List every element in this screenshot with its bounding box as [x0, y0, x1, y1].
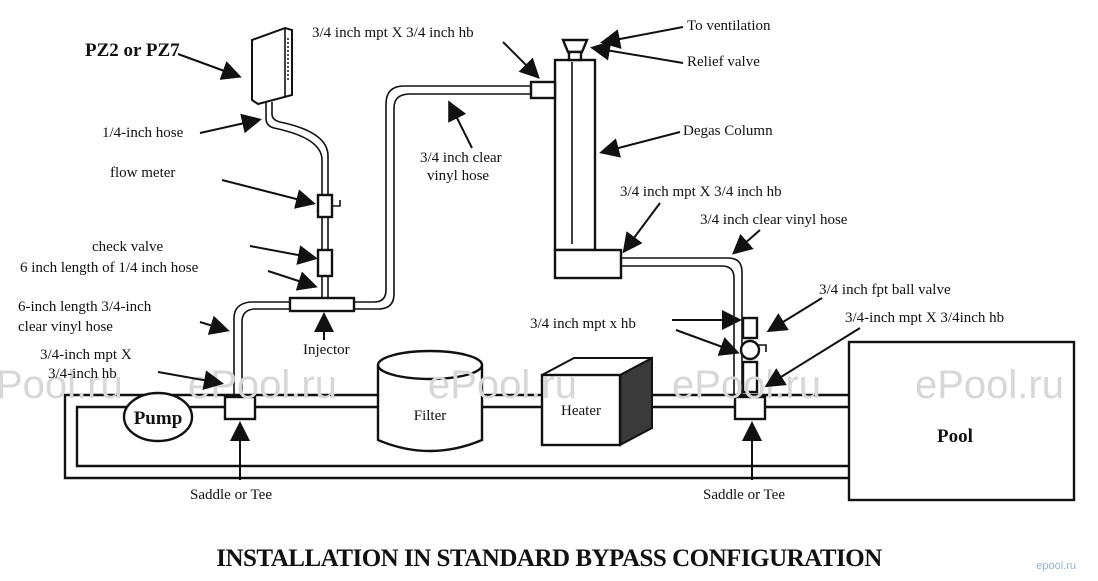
hose-6in-34-label-1: 6-inch length 3/4-inch [18, 299, 152, 315]
flow-meter [316, 193, 341, 219]
filter-label: Filter [414, 408, 447, 424]
diagram-title: INSTALLATION IN STANDARD BYPASS CONFIGUR… [216, 545, 882, 572]
hose-6in-34-label-2: clear vinyl hose [18, 319, 113, 335]
pump: Pump [122, 391, 194, 443]
vent-label: To ventilation [687, 18, 771, 34]
long-vinyl-hose [354, 85, 535, 310]
heater: Heater [540, 356, 653, 447]
relief-valve [561, 38, 589, 62]
clear-hose-top-label-2: vinyl hose [427, 168, 489, 184]
pump-label: Pump [134, 408, 183, 429]
saddle-left-label: Saddle or Tee [190, 487, 272, 503]
saddle-right [733, 395, 767, 421]
injector [288, 296, 356, 313]
clear-hose-top-label-1: 3/4 inch clear [420, 150, 502, 166]
degas-label: Degas Column [683, 123, 773, 139]
mpt-left-label-2: 3/4-inch hb [48, 366, 117, 382]
mpt-top-label: 3/4 inch mpt X 3/4 inch hb [312, 25, 474, 41]
mpt-hb-label: 3/4 inch mpt x hb [530, 316, 636, 332]
mpt-mid-label: 3/4 inch mpt X 3/4 inch hb [620, 184, 782, 200]
saddle-left [223, 395, 257, 421]
check-valve [316, 248, 334, 278]
pool-label: Pool [937, 426, 973, 447]
watermark: Pool.ru ePool.ru ePool.ru ePool.ru ePool… [0, 363, 1064, 407]
heater-label: Heater [561, 403, 601, 419]
injector-label: Injector [303, 342, 350, 358]
ozonator-label: PZ2 or PZ7 [85, 40, 180, 61]
site-watermark: epool.ru [1036, 560, 1076, 572]
labels: PZ2 or PZ7 1/4-inch hose flow meter chec… [18, 18, 1004, 503]
short-vinyl-hose [233, 301, 290, 397]
pool: Pool [847, 340, 1076, 502]
saddle-right-label: Saddle or Tee [703, 487, 785, 503]
clear-hose-mid-label: 3/4 inch clear vinyl hose [700, 212, 848, 228]
return-vinyl-hose [621, 257, 743, 397]
mpt-left-label-1: 3/4-inch mpt X [40, 347, 132, 363]
svg-text:Pool.ru: Pool.ru [0, 363, 123, 407]
svg-text:ePool.ru: ePool.ru [188, 363, 337, 407]
svg-text:ePool.ru: ePool.ru [672, 363, 821, 407]
flow-meter-label: flow meter [110, 165, 175, 181]
check-valve-label: check valve [92, 239, 164, 255]
ozonator-unit [251, 26, 293, 106]
quarter-inch-hose [265, 102, 329, 300]
filter: Filter [376, 349, 484, 453]
ball-valve-label: 3/4 inch fpt ball valve [819, 282, 951, 298]
svg-text:ePool.ru: ePool.ru [915, 363, 1064, 407]
hose-6in-14-label: 6 inch length of 1/4 inch hose [20, 260, 199, 276]
svg-text:ePool.ru: ePool.ru [428, 363, 577, 407]
mpt-right-label: 3/4-inch mpt X 3/4inch hb [845, 310, 1004, 326]
hose-14-label: 1/4-inch hose [102, 125, 184, 141]
leader-arrows [157, 26, 861, 480]
relief-label: Relief valve [687, 54, 760, 70]
ball-valve [739, 316, 767, 394]
degas-column [529, 58, 623, 280]
